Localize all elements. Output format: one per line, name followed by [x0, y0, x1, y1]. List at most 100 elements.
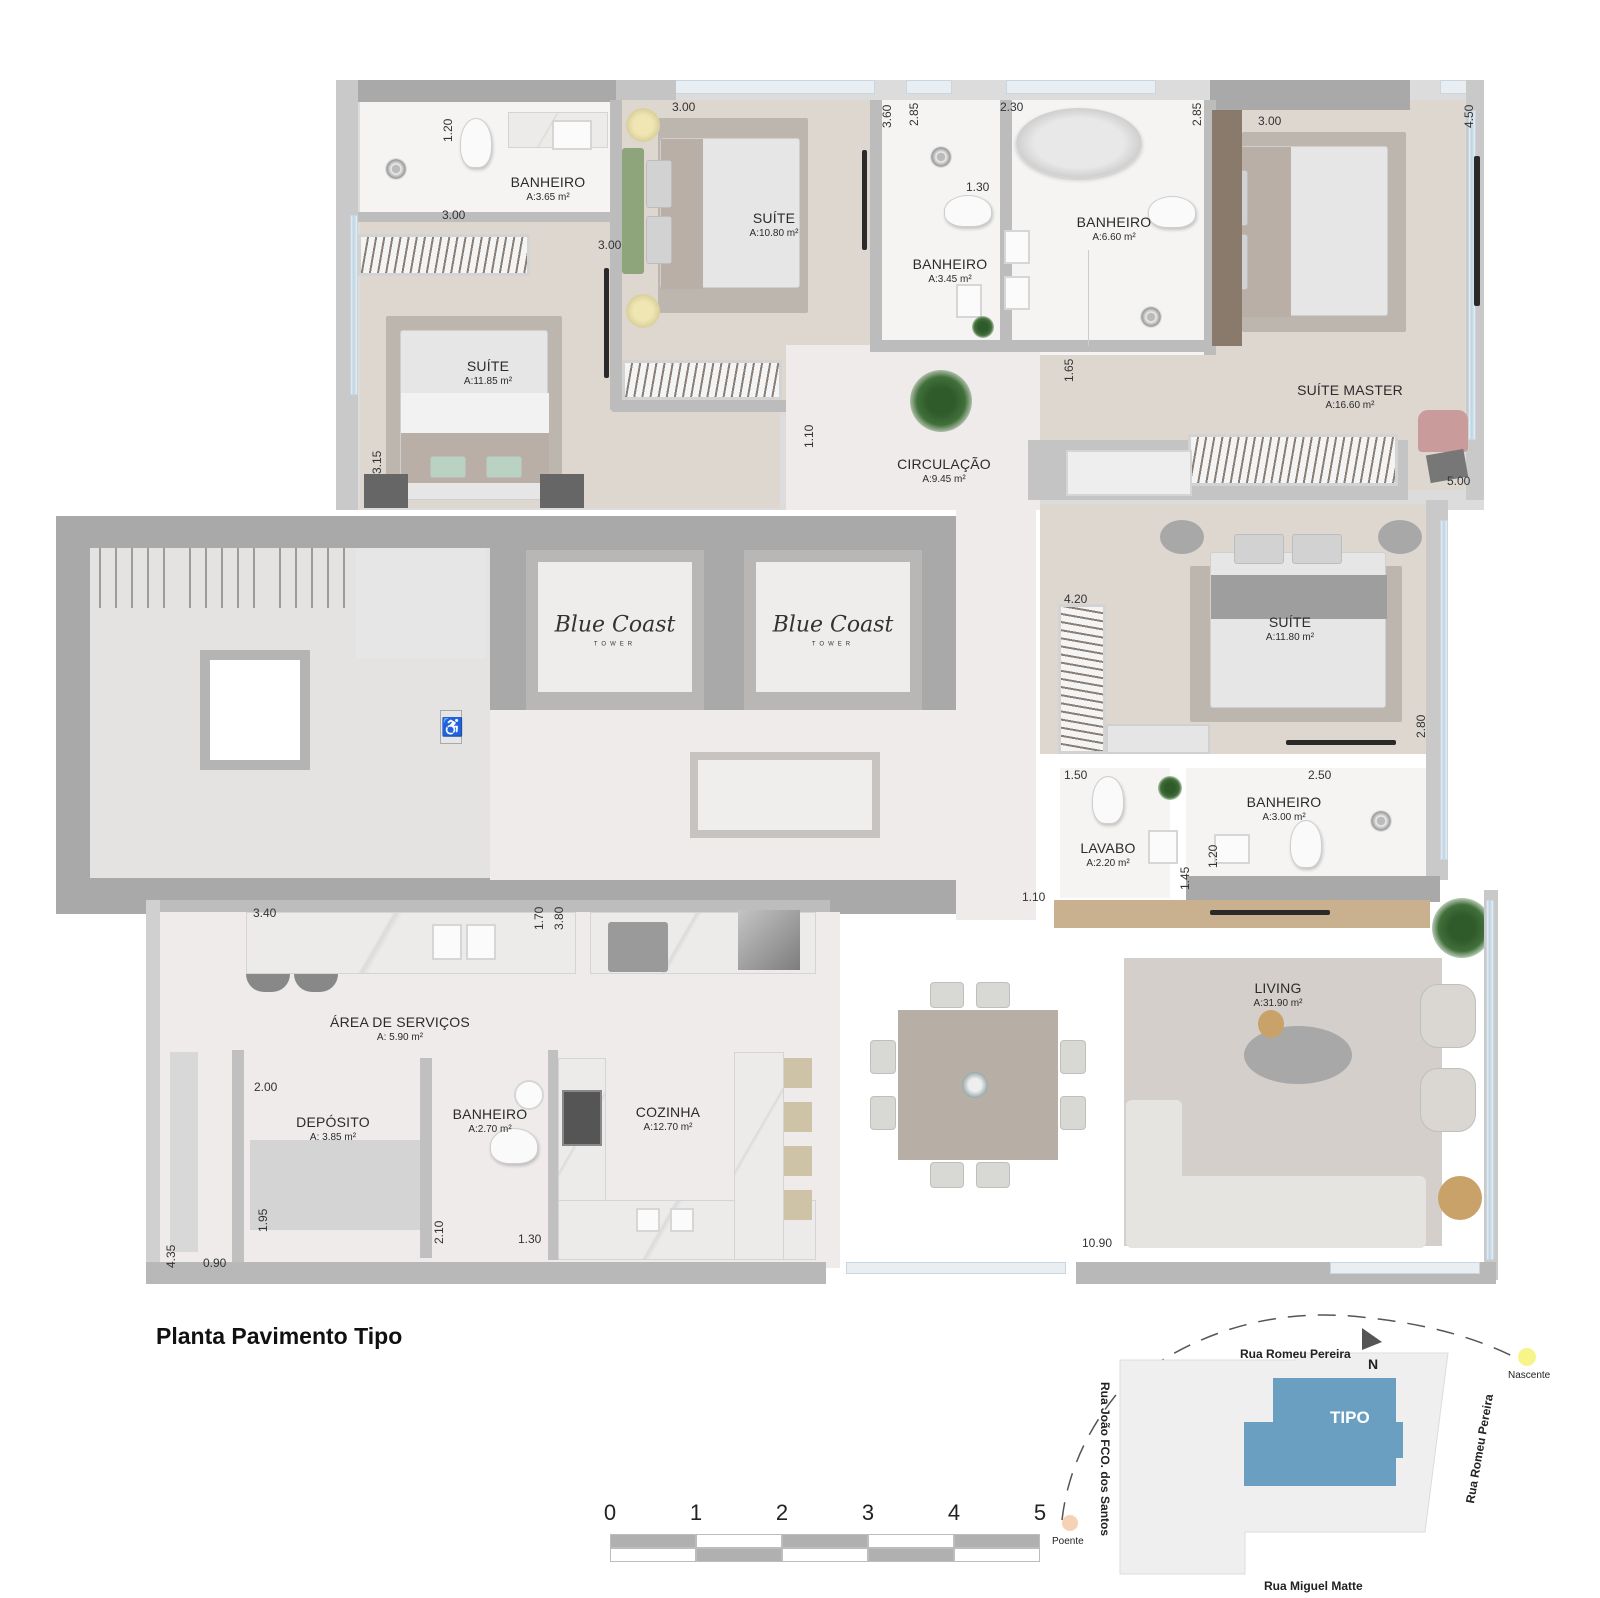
window-bottom-dining — [846, 1262, 1066, 1274]
dimension-label: 2.85 — [1190, 102, 1204, 126]
wall-deposito — [232, 1050, 244, 1278]
window-top-2 — [906, 80, 952, 94]
cooktop-icon — [562, 1090, 602, 1146]
sink-icon — [636, 1208, 660, 1232]
wall-deposito-bath — [420, 1058, 432, 1258]
sink-icon — [670, 1208, 694, 1232]
dimension-label: 3.15 — [370, 450, 384, 474]
laundry-sink-icon — [466, 924, 496, 960]
dining-chair — [976, 1162, 1010, 1188]
dining-chair — [930, 1162, 964, 1188]
headboard — [1212, 110, 1242, 346]
window-top-3 — [1006, 80, 1156, 94]
window-right-mid — [1440, 520, 1448, 860]
wall-suite1-left — [610, 100, 622, 410]
dimension-label: 1.45 — [1178, 866, 1192, 890]
wall-baths-bottom — [870, 340, 1216, 352]
dimension-label: 1.65 — [1062, 358, 1076, 382]
washer-icon — [294, 974, 338, 992]
scale-tick: 1 — [689, 1500, 703, 1525]
sunrise-label: Nascente — [1508, 1370, 1551, 1381]
circulacao-floor — [786, 345, 1040, 510]
bar-stools — [784, 1058, 812, 1228]
deposito-shelf — [250, 1140, 420, 1230]
stairwell-void — [200, 650, 310, 770]
shower-glass — [1088, 250, 1089, 346]
armchair-icon — [1420, 984, 1476, 1048]
dimension-label: 2.85 — [907, 102, 921, 126]
dining-chair — [870, 1040, 896, 1074]
bed-suite-master — [1240, 146, 1388, 317]
wall-top — [336, 80, 616, 102]
dimension-label: 1.70 — [532, 906, 546, 930]
wall-top-2 — [616, 80, 676, 100]
bed-suite-1 — [660, 138, 800, 289]
wall-left-service — [146, 900, 160, 1280]
dimension-label: 1.50 — [1064, 768, 1088, 782]
floor-plan: ♿ Blue Coast TOWER Blue Coast TOWER — [56, 80, 1498, 1284]
dimension-label: 1.95 — [256, 1208, 270, 1232]
wall-suite1-bottom — [612, 400, 786, 412]
service-counter — [246, 912, 576, 974]
dimension-label: 3.60 — [880, 104, 894, 128]
dining-chair — [1060, 1096, 1086, 1130]
plant-icon — [1432, 898, 1492, 958]
scale-tick: 5 — [1033, 1500, 1047, 1525]
circulacao-floor-2 — [956, 500, 1036, 920]
shower-icon — [1140, 306, 1162, 328]
street-bottom-label: Rua Miguel Matte — [1264, 1579, 1363, 1593]
pillow — [646, 216, 672, 264]
plant-icon — [972, 316, 994, 338]
tv-icon — [604, 268, 609, 378]
nightstand — [1378, 520, 1422, 554]
dimension-label: 1.20 — [1206, 844, 1220, 868]
toilet-icon — [460, 118, 492, 168]
wheelchair-icon: ♿ — [440, 710, 463, 744]
dimension-label: 2.30 — [1000, 100, 1024, 114]
toilet-icon — [1148, 196, 1196, 228]
dimension-label: 1.10 — [802, 424, 816, 448]
tv-icon — [1286, 740, 1396, 745]
dimension-label: 3.00 — [442, 208, 466, 222]
dimension-label: 1.20 — [441, 118, 455, 142]
elevator-2: Blue Coast TOWER — [744, 550, 922, 710]
kitchen-island — [734, 1052, 784, 1260]
tipo-label: TIPO — [1330, 1408, 1370, 1427]
shower-icon — [385, 158, 407, 180]
sink-icon — [514, 1080, 544, 1110]
window-right-living — [1486, 900, 1494, 1260]
washer-icon — [246, 974, 290, 992]
coffee-table — [1244, 1026, 1352, 1084]
dimension-label: 2.80 — [1414, 714, 1428, 738]
sink-icon — [956, 284, 982, 318]
north-arrow-icon — [1362, 1328, 1382, 1350]
sink-icon — [552, 120, 592, 150]
dining-chair — [870, 1096, 896, 1130]
pillow — [646, 160, 672, 208]
dimension-label: 3.00 — [672, 100, 696, 114]
dimension-label: 5.00 — [1447, 474, 1471, 488]
sofa — [1126, 1176, 1426, 1248]
elevator-1: Blue Coast TOWER — [526, 550, 704, 710]
shower-icon — [930, 146, 952, 168]
toilet-icon — [944, 195, 992, 227]
window-top-1 — [675, 80, 875, 94]
shaft — [356, 548, 486, 658]
dining-chair — [930, 982, 964, 1008]
site-plan: TIPO N Rua Romeu Pereira Rua João FCO. d… — [1040, 1290, 1600, 1598]
scale-tick: 2 — [775, 1500, 789, 1525]
dimension-label: 3.00 — [598, 238, 622, 252]
bathtub-icon — [1016, 108, 1142, 178]
tv-icon — [1210, 910, 1330, 915]
plant-icon — [1158, 776, 1182, 800]
wardrobe-master — [1188, 434, 1398, 486]
dimension-label: 1.30 — [518, 1232, 542, 1246]
plant-icon — [910, 370, 972, 432]
side-table-round — [1438, 1176, 1482, 1220]
shower-icon — [1370, 810, 1392, 832]
